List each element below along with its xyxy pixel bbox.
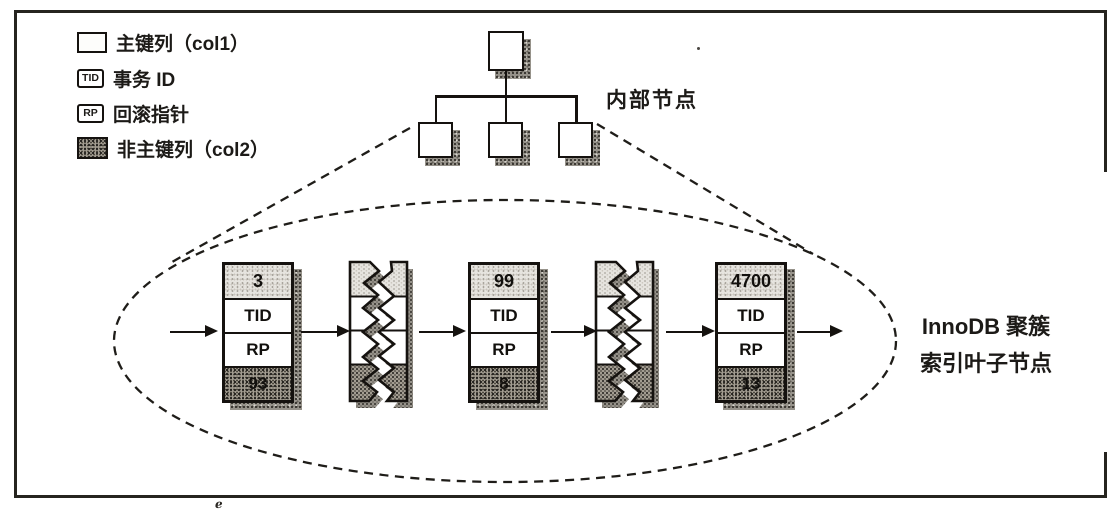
scan-artifact-mark: ℯ	[215, 497, 223, 511]
zoom-guide-line-right	[596, 123, 814, 255]
frame-border-top	[14, 10, 1107, 13]
omitted-records-icon	[348, 260, 413, 408]
legend-item: RP 回滚指针	[77, 101, 190, 126]
flow-arrow-icon	[551, 325, 597, 338]
flow-arrow-icon	[301, 325, 350, 338]
leaf-record: 3 TID RP 93	[222, 261, 294, 403]
frame-border-left	[14, 10, 17, 498]
rollback-pointer-cell: RP	[718, 333, 784, 368]
internal-node-root	[488, 31, 524, 71]
leaf-record: 4700 TID RP 13	[715, 261, 787, 403]
internal-node-child	[488, 122, 523, 158]
flow-arrow-icon	[797, 325, 843, 338]
legend-item: TID 事务 ID	[77, 66, 176, 91]
legend-item-label: 回滚指针	[113, 104, 190, 126]
non-key-cell: 93	[225, 367, 291, 400]
leaf-nodes-label: InnoDB 聚簇 索引叶子节点	[897, 308, 1075, 382]
tree-connector	[504, 95, 507, 123]
dashed-ellipse	[112, 198, 898, 484]
omitted-records-icon	[594, 260, 659, 408]
legend-item-label: 事务 ID	[113, 69, 176, 91]
leaf-record: 99 TID RP 8	[468, 261, 540, 403]
leaf-nodes-label-line1: InnoDB 聚簇	[921, 314, 1051, 339]
primary-key-cell: 99	[471, 264, 537, 300]
legend-item: 主键列（col1）	[77, 30, 250, 55]
primary-key-cell: 4700	[718, 264, 784, 300]
legend-item: 非主键列（col2）	[77, 136, 270, 161]
internal-node-child	[418, 122, 453, 158]
rollback-pointer-swatch-icon: RP	[77, 103, 104, 123]
frame-border-bottom	[14, 495, 1107, 499]
tree-connector	[434, 95, 437, 123]
primary-key-swatch-icon	[77, 31, 107, 53]
flow-arrow-icon	[419, 325, 466, 338]
primary-key-cell: 3	[225, 264, 291, 300]
internal-node-child	[558, 122, 593, 158]
non-primary-key-swatch-icon	[77, 137, 108, 159]
rollback-pointer-cell: RP	[471, 333, 537, 368]
leaf-nodes-label-line2: 索引叶子节点	[919, 351, 1052, 376]
legend-item-label: 非主键列（col2）	[117, 139, 270, 161]
transaction-id-cell: TID	[471, 299, 537, 334]
zoom-guide-line-left	[171, 126, 411, 264]
transaction-id-cell: TID	[718, 299, 784, 334]
flow-arrow-icon	[666, 325, 715, 338]
non-key-cell: 13	[718, 367, 784, 400]
scan-artifact-dot	[697, 47, 700, 50]
flow-arrow-icon	[170, 325, 218, 338]
non-key-cell: 8	[471, 367, 537, 400]
tree-connector	[504, 71, 507, 96]
frame-border-right-upper	[1104, 10, 1108, 172]
rollback-pointer-cell: RP	[225, 333, 291, 368]
internal-nodes-label: 内部节点	[606, 89, 698, 112]
frame-border-right-lower	[1104, 452, 1108, 498]
tree-connector	[575, 95, 578, 123]
transaction-id-cell: TID	[225, 299, 291, 334]
transaction-id-swatch-icon: TID	[77, 68, 104, 88]
legend-item-label: 主键列（col1）	[116, 33, 250, 55]
